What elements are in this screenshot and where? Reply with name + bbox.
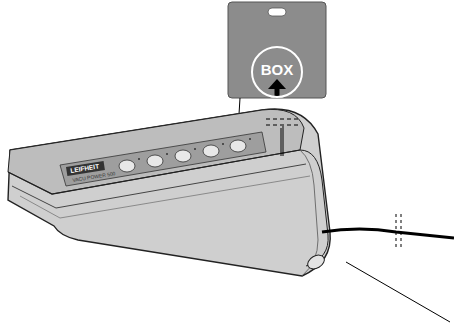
button-label: BOX	[261, 61, 294, 78]
table-edge	[346, 262, 450, 322]
lid-marker	[283, 126, 284, 156]
device-body	[8, 109, 330, 276]
hang-hole	[268, 8, 286, 16]
dashed-mark	[396, 214, 397, 248]
lid-top	[8, 109, 304, 194]
release-handle	[305, 252, 327, 271]
callout-panel	[228, 2, 326, 98]
dashed-mark	[401, 214, 402, 248]
lid-edge	[8, 150, 300, 194]
power-cord	[322, 229, 454, 238]
push-arrow-head	[268, 79, 286, 89]
lid-marker	[281, 128, 282, 156]
front-line	[20, 176, 310, 218]
control-panel	[60, 132, 266, 186]
buttons	[119, 140, 246, 172]
dashed-mark	[266, 125, 300, 126]
indicator-leds	[138, 138, 251, 160]
end-cap	[300, 150, 328, 266]
button-symbol: BOX	[251, 46, 303, 98]
dashed-mark	[266, 119, 300, 120]
